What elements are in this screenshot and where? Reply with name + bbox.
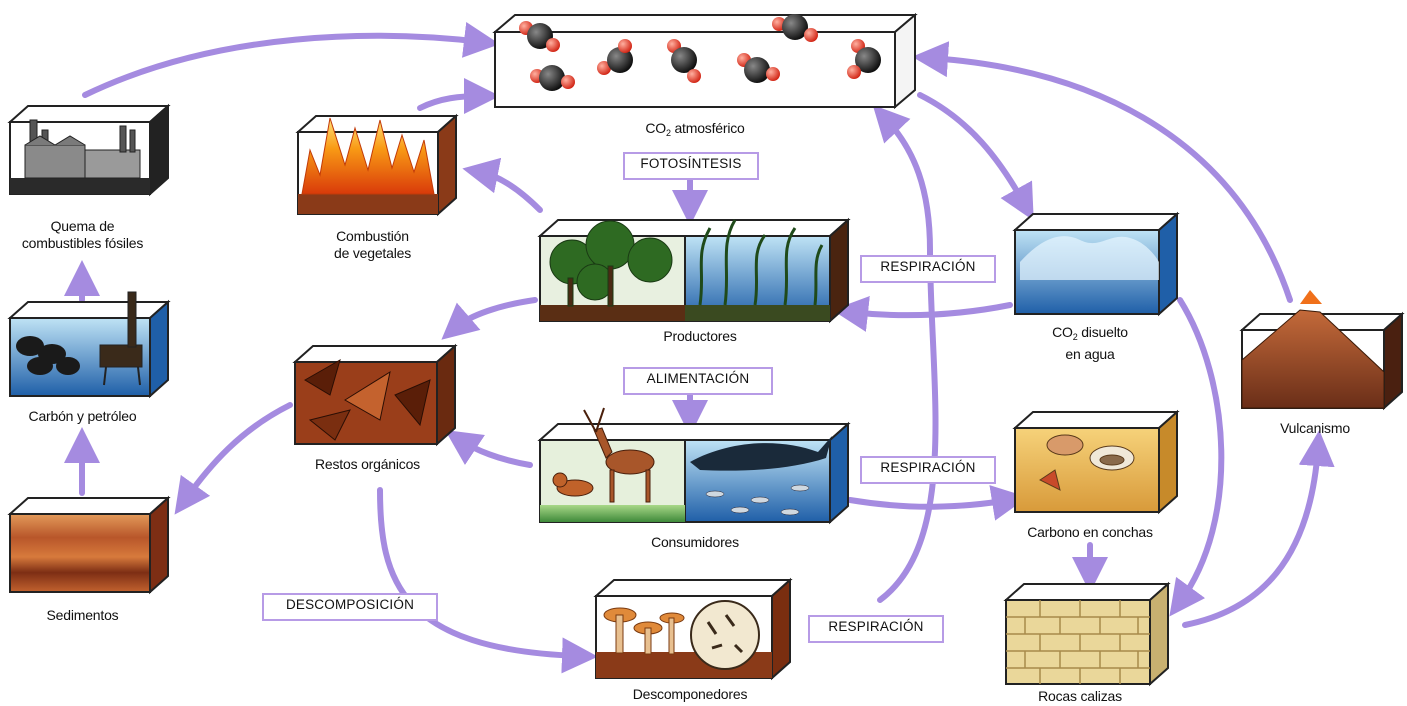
arrow-consumidores-to-restos — [445, 430, 533, 468]
label-descomponedores: Descomponedores — [632, 686, 748, 702]
carbon-petroleo-box — [7, 291, 171, 399]
label-productores: Productores — [663, 328, 737, 344]
label-quema-line1: Quema de — [50, 218, 115, 234]
label-sedimentos: Sedimentos — [46, 607, 119, 623]
flow-arrows — [64, 22, 1335, 674]
fox-icon — [552, 472, 594, 497]
consumidores-box — [537, 407, 851, 525]
seaweed-icon — [698, 219, 824, 306]
label-combustion-line1: Combustión — [336, 228, 409, 244]
label-restos: Restos orgánicos — [315, 456, 420, 472]
arrow-volcan-to-co2 — [912, 41, 1293, 303]
arrow-productores-to-combustion — [462, 157, 543, 213]
productores-box — [537, 217, 851, 324]
label-co2-disuelto: CO2 disuelto en agua — [1005, 324, 1175, 363]
arrow-co2-to-water — [917, 92, 1034, 221]
label-combustion-line2: de vegetales — [334, 245, 411, 261]
sedimentos-box — [7, 495, 171, 595]
mushroom-icon — [603, 607, 685, 655]
carbono-conchas-box — [1012, 409, 1180, 515]
combustion-box — [295, 113, 459, 217]
microbe-icon — [690, 600, 760, 670]
lava-icon — [1300, 290, 1322, 304]
arrow-descomponedores-to-co2 — [872, 104, 939, 603]
arrow-productores-to-restos — [441, 297, 538, 340]
label-consumidores: Consumidores — [651, 534, 739, 550]
oil-platform-icon — [99, 291, 143, 386]
process-alimentacion: ALIMENTACIÓN — [623, 367, 773, 395]
label-co2-disuelto-line2: en agua — [1065, 346, 1115, 362]
process-respiracion-descomponedores: RESPIRACIÓN — [808, 615, 944, 643]
label-co2-atmosferico: CO2 atmosférico — [645, 120, 745, 138]
co2-disuelto-box — [1012, 211, 1180, 317]
coal-icon — [16, 336, 80, 375]
label-rocas-calizas: Rocas calizas — [1038, 688, 1122, 704]
arrow-restos-to-sedimentos — [174, 402, 293, 515]
label-combustion: Combustión de vegetales — [290, 228, 455, 262]
fire-icon — [301, 117, 435, 195]
label-carbono-conchas: Carbono en conchas — [1027, 524, 1153, 540]
restos-organicos-box — [292, 343, 458, 447]
label-quema: Quema de combustibles fósiles — [0, 218, 165, 252]
process-descomposicion: DESCOMPOSICIÓN — [262, 593, 438, 621]
co2-molecules — [519, 14, 881, 91]
shell-icon — [1039, 434, 1135, 491]
process-respiracion-productores: RESPIRACIÓN — [860, 255, 996, 283]
shark-icon — [690, 436, 832, 471]
rocas-calizas-box — [1003, 581, 1171, 687]
leaf-litter-icon — [304, 358, 431, 441]
arrow-combustion-to-co2 — [417, 78, 500, 115]
arrow-water-to-productores — [832, 296, 1013, 332]
vulcanismo-box — [1239, 290, 1405, 411]
volcano-icon — [1241, 309, 1385, 409]
arrow-consumidores-to-conchas — [847, 485, 1028, 521]
arrow-water-to-rocas — [1169, 297, 1225, 617]
arrow-rocas-to-volcan — [1182, 430, 1335, 628]
descomponedores-box — [593, 577, 793, 681]
wave-icon — [1020, 236, 1159, 280]
quema-box — [7, 103, 171, 197]
process-fotosintesis: FOTOSÍNTESIS — [623, 152, 759, 180]
arrow-quema-to-co2 — [82, 22, 500, 98]
label-quema-line2: combustibles fósiles — [21, 235, 144, 251]
label-vulcanismo: Vulcanismo — [1280, 420, 1350, 436]
process-respiracion-consumidores: RESPIRACIÓN — [860, 456, 996, 484]
label-carbon-petroleo: Carbón y petróleo — [28, 408, 137, 424]
brick-icon — [1006, 600, 1150, 684]
fish-icon — [705, 484, 810, 516]
deer-icon — [583, 407, 655, 503]
tree-icon — [549, 220, 673, 307]
co2-atmosferico-box — [492, 12, 918, 110]
factory-icon — [24, 119, 141, 179]
